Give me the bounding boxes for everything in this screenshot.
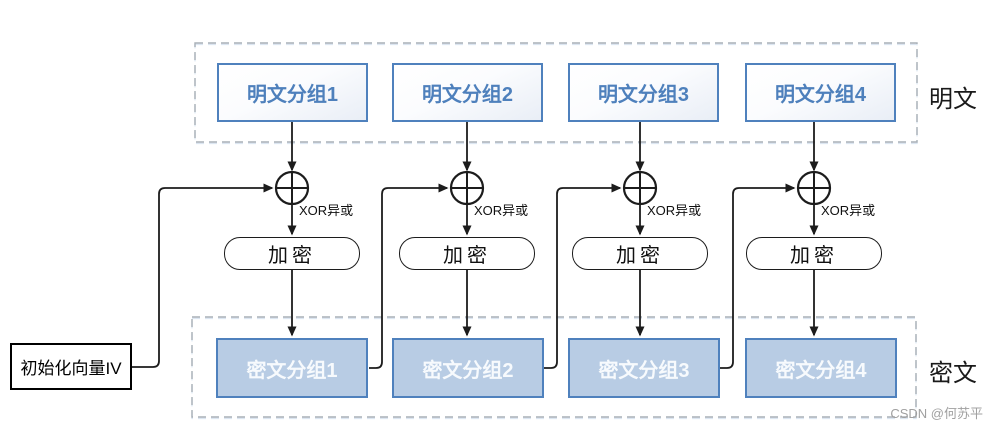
watermark-text: CSDN @何苏平 [890, 406, 983, 421]
ciphertext-group-dashed-shadow [191, 317, 917, 420]
plaintext-section-label: 明文 [929, 86, 977, 113]
column-1-wires [274, 122, 310, 337]
encrypt-box-1: 加密 [224, 237, 360, 270]
column-3-wires [622, 122, 658, 337]
encrypt-box-3: 加密 [572, 237, 708, 270]
ciphertext-block-1: 密文分组1 [216, 338, 368, 398]
iv-to-xor1-connector [132, 183, 274, 368]
ciphertext-block-2: 密文分组2 [392, 338, 544, 398]
plaintext-block-3: 明文分组3 [568, 63, 719, 122]
cipher1-to-xor2-connector [369, 183, 449, 369]
xor-label-4: XOR异或 [821, 203, 876, 218]
xor-label-3: XOR异或 [647, 203, 702, 218]
encrypt-box-2: 加密 [399, 237, 535, 270]
plaintext-group-dashed-border [194, 42, 918, 143]
plaintext-block-2: 明文分组2 [392, 63, 543, 122]
ciphertext-group-dashed-border [191, 316, 917, 418]
ciphertext-block-4: 密文分组4 [745, 338, 897, 398]
xor-label-2: XOR异或 [474, 203, 529, 218]
cipher2-to-xor3-connector [544, 183, 622, 369]
cipher3-to-xor4-connector [720, 183, 796, 369]
column-2-wires [449, 122, 485, 337]
plaintext-block-4: 明文分组4 [745, 63, 896, 122]
ciphertext-section-label: 密文 [929, 360, 977, 387]
ciphertext-block-3: 密文分组3 [568, 338, 720, 398]
xor-label-1: XOR异或 [299, 203, 354, 218]
iv-box: 初始化向量IV [10, 343, 132, 390]
encrypt-box-4: 加密 [746, 237, 882, 270]
plaintext-block-1: 明文分组1 [217, 63, 368, 122]
column-4-wires [796, 122, 832, 337]
